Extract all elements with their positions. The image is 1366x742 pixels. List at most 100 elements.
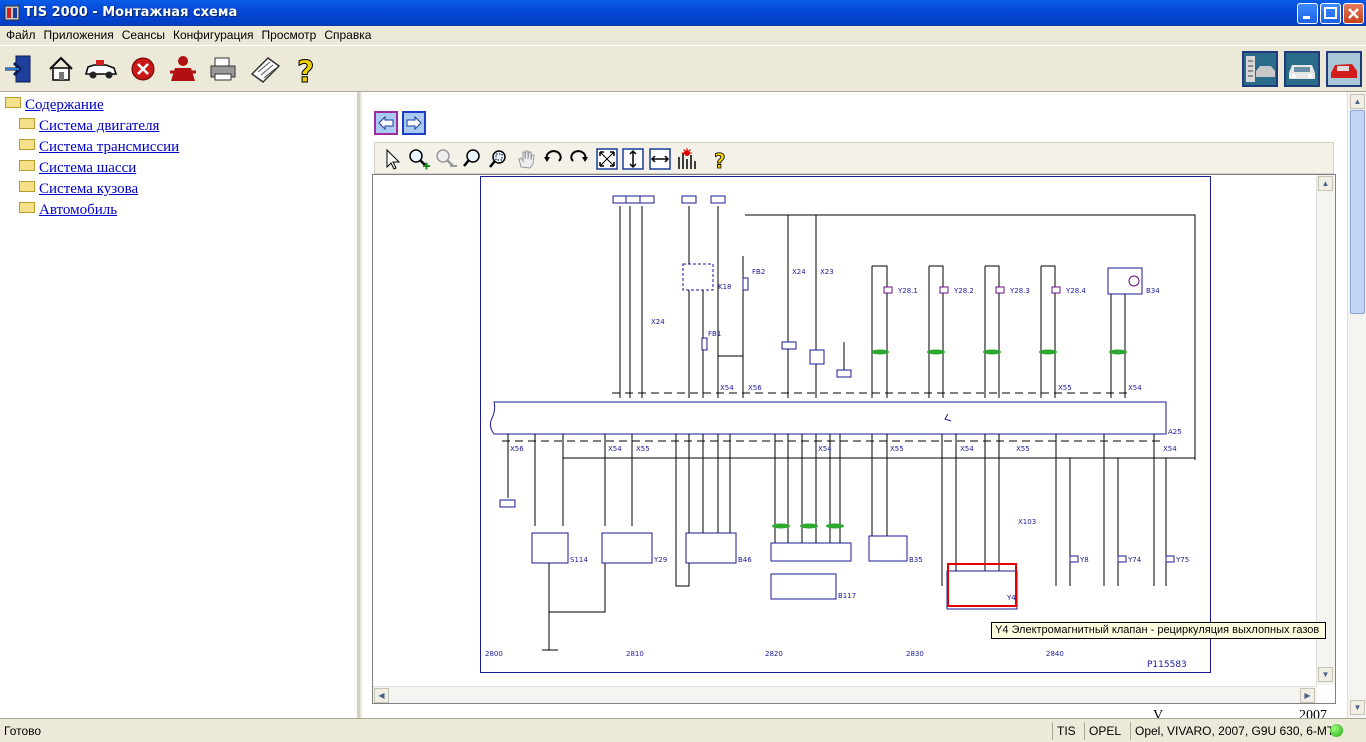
stop-icon[interactable] [126, 52, 160, 86]
menu-help[interactable]: Справка [324, 28, 372, 42]
label-x54-top: X54 [720, 384, 734, 392]
tree-item-chassis[interactable]: Система шасси [19, 160, 136, 178]
close-button[interactable] [1343, 3, 1364, 24]
zoom-icon[interactable] [461, 147, 485, 171]
fit-height-icon[interactable] [621, 147, 645, 171]
page-scroll-down-arrow[interactable]: ▼ [1350, 700, 1365, 715]
minimize-button[interactable] [1297, 3, 1318, 24]
menu-sessions[interactable]: Сеансы [121, 28, 165, 42]
maximize-icon [1324, 7, 1337, 19]
label-b35: B35 [909, 556, 923, 564]
tree-item-label[interactable]: Система шасси [39, 160, 137, 176]
exit-icon[interactable] [2, 52, 36, 86]
fit-page-icon[interactable] [595, 147, 619, 171]
back-button[interactable] [374, 111, 398, 135]
zoom-in-icon[interactable] [407, 147, 431, 171]
folder-icon [19, 181, 35, 192]
main-toolbar: ? [0, 45, 1366, 92]
notes-icon[interactable] [248, 52, 282, 86]
tree-item-label[interactable]: Система трансмиссии [39, 139, 180, 155]
viewer-toolbar: ? [374, 142, 1334, 174]
home-icon[interactable] [44, 52, 78, 86]
page-vertical-scrollbar[interactable]: ▲ ▼ [1347, 92, 1366, 718]
vehicle-diagnostics-button[interactable] [1242, 51, 1278, 87]
scroll-down-arrow[interactable]: ▼ [1318, 667, 1333, 682]
connector-dashes [502, 392, 1165, 442]
vehicle-info-button[interactable] [1326, 51, 1362, 87]
label-y28-1: Y28.1 [897, 287, 918, 295]
title-bar[interactable]: TIS 2000 - Монтажная схема [0, 0, 1366, 26]
label-b34: B34 [1146, 287, 1160, 295]
connection-status-icon [1330, 724, 1343, 737]
tree-item-body[interactable]: Система кузова [19, 181, 138, 199]
tree-item-label[interactable]: Автомобиль [39, 202, 118, 218]
label-y28-4: Y28.4 [1065, 287, 1086, 295]
vehicle-selection-button[interactable] [1284, 51, 1320, 87]
page-scroll-up-arrow[interactable]: ▲ [1350, 94, 1365, 109]
injectors [883, 275, 1140, 294]
ruler-2810: 2810 [626, 650, 644, 658]
diagram-horizontal-scrollbar[interactable]: ◀ ▶ [373, 686, 1317, 703]
vehicle-icon[interactable] [84, 52, 118, 86]
forward-button[interactable] [402, 111, 426, 135]
diagram-vertical-scrollbar[interactable]: ▲ ▼ [1316, 175, 1335, 685]
label-y8: Y8 [1079, 556, 1089, 564]
print-icon[interactable] [206, 52, 240, 86]
help-icon[interactable]: ? [708, 147, 732, 171]
open-folder-icon [5, 97, 21, 108]
status-ready: Готово [4, 724, 42, 738]
folder-icon [19, 160, 35, 171]
tree-root-contents[interactable]: Содержание [5, 97, 104, 115]
label-x54-b2: X54 [818, 445, 832, 453]
label-x56-bottom: X56 [510, 445, 524, 453]
status-bar: Готово TIS OPEL Opel, VIVARO, 2007, G9U … [0, 718, 1366, 742]
page-scroll-thumb[interactable] [1350, 110, 1365, 314]
lower-components [531, 532, 1175, 610]
label-x103: X103 [1018, 518, 1036, 526]
zoom-window-icon[interactable] [487, 147, 511, 171]
ruler-2830: 2830 [906, 650, 924, 658]
label-b46: B46 [738, 556, 752, 564]
bottom-wires [507, 434, 1195, 651]
rotate-left-icon[interactable] [541, 147, 565, 171]
tree-root-label[interactable]: Содержание [25, 97, 104, 113]
tree-item-transmission[interactable]: Система трансмиссии [19, 139, 179, 157]
pointer-tool-icon[interactable] [381, 147, 405, 171]
wiring-diagram[interactable]: K18 FB2 FB1 X24 X23 X24 Y28.1 Y28.2 Y28.… [480, 176, 1211, 673]
rotate-right-icon[interactable] [567, 147, 591, 171]
tree-item-vehicle[interactable]: Автомобиль [19, 202, 117, 220]
user-icon[interactable] [166, 52, 200, 86]
y4-highlight[interactable] [947, 563, 1017, 607]
scroll-right-arrow[interactable]: ▶ [1300, 688, 1315, 703]
window-title: TIS 2000 - Монтажная схема [24, 5, 238, 20]
menu-applications[interactable]: Приложения [43, 28, 114, 42]
menu-bar: Файл Приложения Сеансы Конфигурация Просмотр… [0, 26, 1366, 45]
status-vehicle: Opel, VIVARO, 2007, G9U 630, 6-MT [1130, 722, 1334, 740]
zoom-out-icon[interactable] [434, 147, 458, 171]
label-x54-b1: X54 [608, 445, 622, 453]
tree-item-label[interactable]: Система двигателя [39, 118, 160, 134]
status-app: TIS [1052, 722, 1084, 740]
scroll-up-arrow[interactable]: ▲ [1318, 176, 1333, 191]
label-x54-b4: X54 [1163, 445, 1177, 453]
tree-item-engine[interactable]: Система двигателя [19, 118, 159, 136]
menu-view[interactable]: Просмотр [261, 28, 317, 42]
fit-width-icon[interactable] [648, 147, 672, 171]
label-x55-b3: X55 [1016, 445, 1030, 453]
label-fb2: FB2 [752, 268, 765, 276]
diagnostics-icon [1246, 56, 1275, 82]
highlight-circuit-icon[interactable] [675, 147, 699, 171]
menu-configuration[interactable]: Конфигурация [173, 28, 254, 42]
tis-app-icon[interactable] [4, 5, 20, 21]
label-x23: X23 [820, 268, 834, 276]
scroll-left-arrow[interactable]: ◀ [374, 688, 389, 703]
arrow-right-icon [406, 115, 422, 131]
ruler-2840: 2840 [1046, 650, 1064, 658]
menu-file[interactable]: Файл [6, 28, 36, 42]
tree-item-label[interactable]: Система кузова [39, 181, 139, 197]
help-icon[interactable]: ? [289, 52, 323, 87]
maximize-button[interactable] [1320, 3, 1341, 24]
control-unit-a25[interactable] [489, 401, 1167, 435]
pan-hand-icon[interactable] [514, 147, 538, 171]
diagram-canvas[interactable]: K18 FB2 FB1 X24 X23 X24 Y28.1 Y28.2 Y28.… [372, 174, 1336, 704]
